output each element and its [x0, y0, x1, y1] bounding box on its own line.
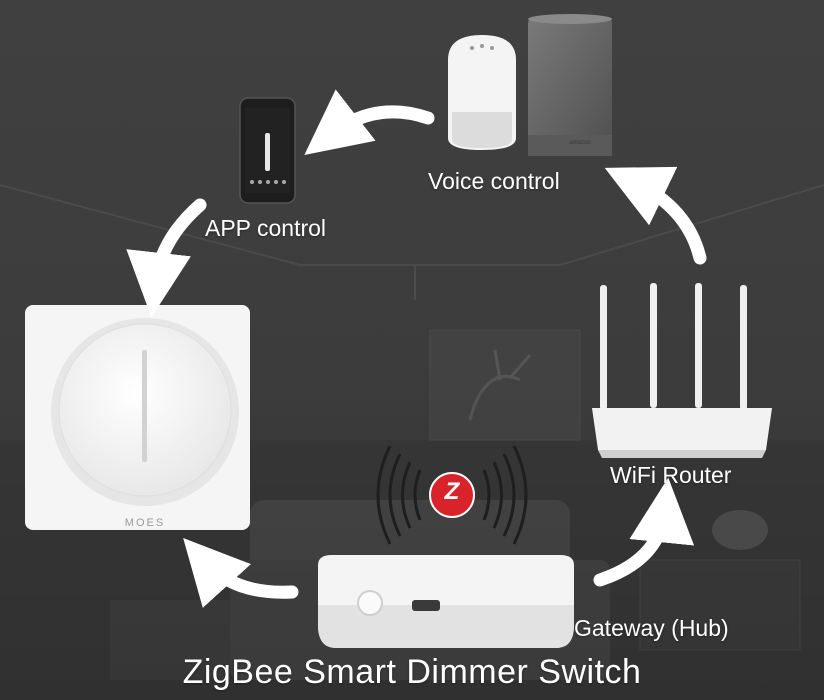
arrow-hub-to-switch [183, 537, 299, 608]
app-control-label: APP control [205, 215, 327, 241]
flow-arrows [126, 89, 707, 608]
arrow-hub-to-router [593, 477, 695, 587]
speaker-brand-logo: amazon [569, 140, 591, 146]
zigbee-logo-icon [429, 472, 475, 518]
arrow-app-to-switch [126, 198, 207, 318]
router-icon [592, 283, 772, 458]
diagram-title: ZigBee Smart Dimmer Switch [182, 653, 642, 691]
smart-speaker-icon [528, 14, 612, 156]
dimmer-switch-icon [25, 305, 250, 530]
gateway-hub-label: Gateway (Hub) [574, 615, 729, 641]
voice-control-label: Voice control [428, 168, 560, 194]
wifi-router-label: WiFi Router [610, 462, 732, 488]
signal-waves-icon [376, 445, 528, 545]
hub-icon [318, 555, 574, 648]
smart-speaker-mini-icon [448, 35, 516, 150]
phone-icon [239, 97, 296, 204]
zigbee-logo-letter: Z [444, 478, 460, 505]
arrow-router-to-voice [604, 166, 707, 265]
arrow-voice-to-app [304, 89, 435, 155]
switch-brand-logo: MOES [124, 517, 166, 529]
